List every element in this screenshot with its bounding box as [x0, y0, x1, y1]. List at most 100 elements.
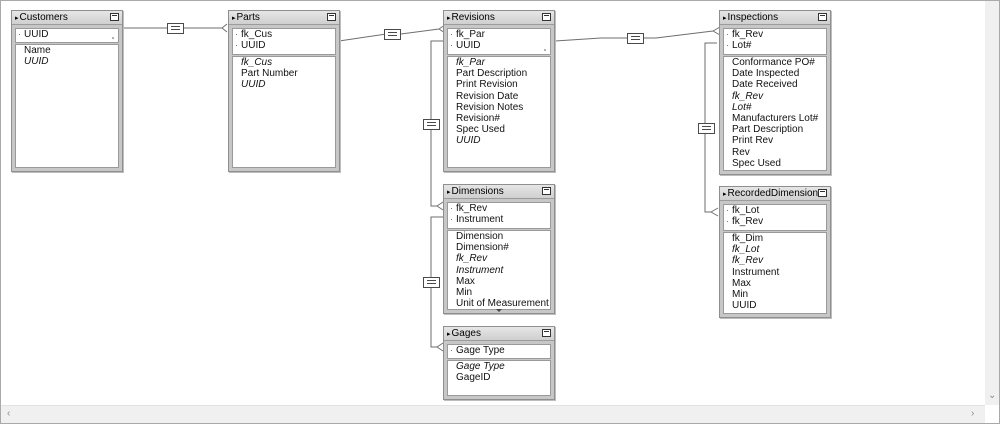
- table-title: Customers: [15, 12, 68, 24]
- table-header[interactable]: Inspections: [720, 11, 830, 25]
- table-header[interactable]: Customers: [12, 11, 122, 25]
- field-item[interactable]: Revision Notes: [456, 101, 524, 113]
- table-dimensions[interactable]: Dimensions fk_Rev Instrument Dimension D…: [443, 184, 555, 314]
- table-title: Parts: [232, 12, 260, 24]
- field-item[interactable]: UUID: [241, 79, 266, 91]
- field-item[interactable]: Rev: [732, 146, 750, 158]
- field-item[interactable]: Dimension#: [456, 242, 509, 254]
- key-field[interactable]: fk_Rev: [448, 203, 550, 214]
- field-item[interactable]: UUID: [24, 56, 49, 68]
- field-item[interactable]: Part Description: [732, 124, 804, 136]
- field-item[interactable]: fk_Rev: [732, 90, 764, 102]
- crowfoot-gages: [436, 342, 444, 352]
- field-item[interactable]: fk_Rev: [732, 255, 764, 267]
- key-fields: fk_Cus UUID: [232, 28, 336, 55]
- field-item[interactable]: Gage Type: [456, 361, 505, 372]
- table-header[interactable]: RecordedDimensions: [720, 187, 830, 201]
- field-item[interactable]: fk_Par: [456, 57, 485, 68]
- table-header[interactable]: Parts: [229, 11, 339, 25]
- relationship-badge[interactable]: [698, 123, 715, 134]
- scroll-left-icon[interactable]: ‹: [7, 408, 11, 419]
- field-item[interactable]: Name: [24, 45, 51, 56]
- field-item[interactable]: UUID: [456, 135, 481, 147]
- relationship-badge[interactable]: [627, 33, 644, 44]
- key-fields: fk_Lot fk_Rev: [723, 204, 827, 231]
- field-item[interactable]: UUID: [732, 300, 757, 312]
- table-header[interactable]: Revisions: [444, 11, 554, 25]
- key-field[interactable]: fk_Rev: [724, 216, 826, 227]
- field-item[interactable]: Date Received: [732, 79, 798, 91]
- key-field[interactable]: fk_Lot: [724, 205, 826, 216]
- table-title: Dimensions: [447, 186, 504, 198]
- relationship-badge[interactable]: [423, 277, 440, 288]
- key-field[interactable]: Gage Type: [448, 345, 550, 356]
- field-item[interactable]: fk_Cus: [241, 57, 273, 68]
- relationship-badge[interactable]: [423, 119, 440, 130]
- table-header[interactable]: Gages: [444, 327, 554, 341]
- field-item[interactable]: Spec Used: [732, 157, 781, 169]
- collapse-icon[interactable]: [542, 329, 551, 337]
- relationship-graph-canvas[interactable]: Customers UUID Name UUID Parts fk_Cus UU…: [1, 1, 985, 403]
- field-item[interactable]: Min: [732, 288, 749, 300]
- key-fields: Gage Type: [447, 344, 551, 359]
- key-field[interactable]: UUID: [448, 40, 550, 51]
- field-item[interactable]: Part Number: [241, 68, 298, 80]
- collapse-icon[interactable]: [542, 187, 551, 195]
- field-item[interactable]: Instrument: [732, 266, 780, 278]
- field-item[interactable]: Date Inspected: [732, 68, 800, 80]
- field-item[interactable]: Max: [732, 277, 751, 289]
- collapse-icon[interactable]: [542, 13, 551, 21]
- field-item[interactable]: Revision#: [456, 112, 500, 124]
- table-title: Gages: [447, 328, 481, 340]
- table-revisions[interactable]: Revisions fk_Par UUID fk_Par Part Descri…: [443, 10, 555, 172]
- key-field[interactable]: fk_Par: [448, 29, 550, 40]
- field-item[interactable]: Unit of Measurement: [456, 298, 549, 310]
- scroll-down-icon[interactable]: ⌄: [988, 390, 997, 401]
- scroll-right-icon[interactable]: ›: [971, 408, 975, 419]
- key-field[interactable]: fk_Rev: [724, 29, 826, 40]
- collapse-icon[interactable]: [818, 189, 827, 197]
- table-gages[interactable]: Gages Gage Type Gage Type GageID: [443, 326, 555, 400]
- table-parts[interactable]: Parts fk_Cus UUID fk_Cus Part Number UUI…: [228, 10, 340, 172]
- field-item[interactable]: Spec Used: [456, 124, 505, 136]
- field-item[interactable]: Revision Date: [456, 90, 519, 102]
- relationship-badge[interactable]: [384, 29, 401, 40]
- field-item[interactable]: fk_Dim: [732, 233, 764, 244]
- key-field[interactable]: UUID: [233, 40, 335, 51]
- field-item[interactable]: Manufacturers Lot#: [732, 112, 819, 124]
- vertical-scrollbar[interactable]: ⌄: [985, 1, 999, 405]
- table-title: Inspections: [723, 12, 779, 24]
- table-title: RecordedDimensions: [723, 188, 824, 200]
- field-item[interactable]: Print Revision: [456, 79, 518, 91]
- field-item[interactable]: Lot#: [732, 101, 752, 113]
- field-list: fk_Dim fk_Lot fk_Rev Instrument Max Min …: [723, 232, 827, 314]
- table-header[interactable]: Dimensions: [444, 185, 554, 199]
- relationship-badge[interactable]: [167, 23, 184, 34]
- key-field[interactable]: Lot#: [724, 40, 826, 51]
- field-item[interactable]: fk_Rev: [456, 253, 488, 265]
- key-field[interactable]: UUID: [16, 29, 118, 40]
- field-item[interactable]: GageID: [456, 372, 491, 384]
- key-fields: fk_Par UUID: [447, 28, 551, 55]
- horizontal-scrollbar[interactable]: ‹ ›: [1, 405, 985, 423]
- crowfoot-parts: [221, 23, 228, 33]
- field-item[interactable]: Max: [456, 275, 475, 287]
- key-fields: fk_Rev Instrument: [447, 202, 551, 229]
- more-fields-arrow-icon[interactable]: [496, 309, 502, 312]
- table-customers[interactable]: Customers UUID Name UUID: [11, 10, 123, 172]
- table-inspections[interactable]: Inspections fk_Rev Lot# Conformance PO# …: [719, 10, 831, 175]
- field-item[interactable]: Part Description: [456, 68, 528, 80]
- field-list: Dimension Dimension# fk_Rev Instrument M…: [447, 230, 551, 312]
- field-item[interactable]: fk_Lot: [732, 244, 760, 256]
- field-item[interactable]: Print Rev: [732, 135, 774, 147]
- key-field[interactable]: fk_Cus: [233, 29, 335, 40]
- collapse-icon[interactable]: [327, 13, 336, 21]
- key-field[interactable]: Instrument: [448, 214, 550, 225]
- field-item[interactable]: Min: [456, 286, 473, 298]
- field-item[interactable]: Dimension: [456, 231, 504, 242]
- field-item[interactable]: Conformance PO#: [732, 57, 815, 68]
- table-recorded-dimensions[interactable]: RecordedDimensions fk_Lot fk_Rev fk_Dim …: [719, 186, 831, 318]
- field-item[interactable]: Instrument: [456, 264, 504, 276]
- collapse-icon[interactable]: [818, 13, 827, 21]
- collapse-icon[interactable]: [110, 13, 119, 21]
